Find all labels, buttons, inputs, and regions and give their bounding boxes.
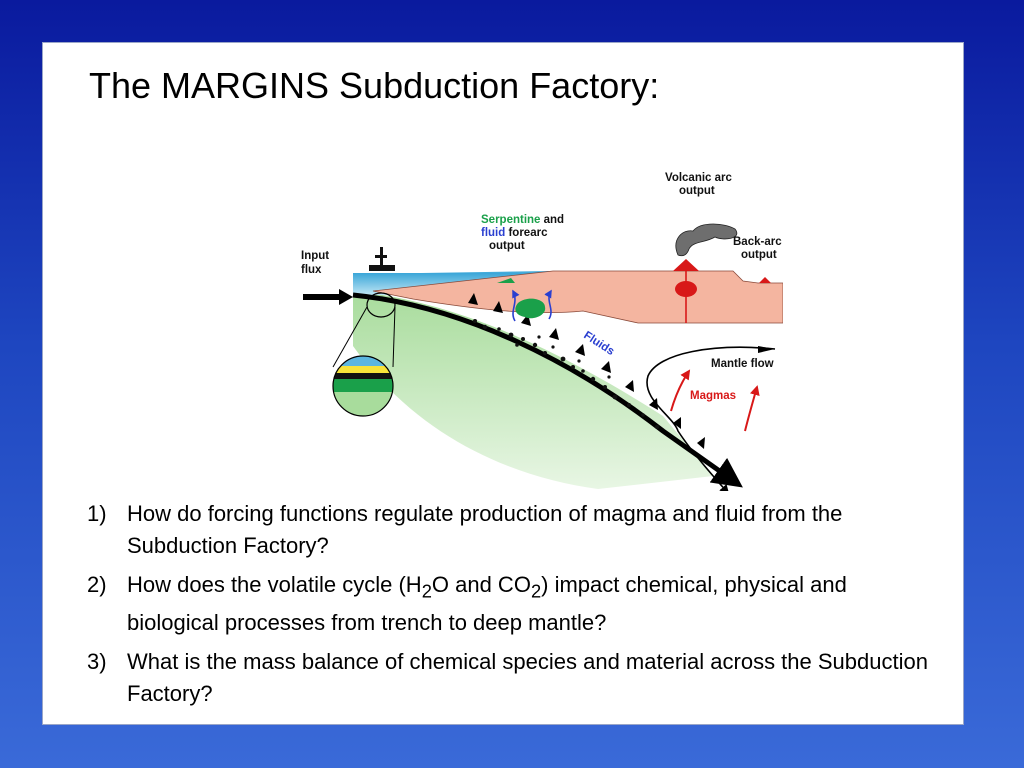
question-list: 1) How do forcing functions regulate pro… [87, 498, 937, 717]
svg-text:Mantle flow: Mantle flow [711, 358, 774, 370]
forearc-serpentine [497, 278, 515, 283]
svg-text:output: output [679, 185, 715, 197]
svg-text:Fluids: Fluids [581, 329, 616, 358]
backarc-vent [759, 277, 771, 283]
mantle-flow-arrow [646, 346, 776, 491]
label-backarc-output: output [741, 249, 777, 261]
label-fluid: fluid [481, 227, 505, 239]
serpentine-body [515, 298, 546, 319]
svg-text:fluid forearc: fluid forearc [481, 227, 548, 239]
slide-title: The MARGINS Subduction Factory: [89, 65, 660, 106]
question-item-3: 3) What is the mass balance of chemical … [87, 646, 937, 710]
label-forearc: forearc [505, 227, 548, 239]
subduction-diagram: Input flux Serpentine and fluid forearc … [301, 172, 783, 491]
svg-text:output: output [741, 249, 777, 261]
label-input-flux-2: flux [301, 264, 322, 276]
svg-text:Back-arc: Back-arc [733, 236, 782, 248]
input-flux-arrow [303, 289, 353, 305]
svg-text:output: output [489, 240, 525, 252]
label-serpentine-and: and [540, 214, 564, 226]
question-text: How do forcing functions regulate produc… [127, 501, 843, 558]
magma-arrows [670, 369, 760, 432]
mantle-region [353, 291, 713, 489]
label-volcanic-output: output [679, 185, 715, 197]
fluid-arrows [512, 289, 552, 322]
question-item-2: 2) How does the volatile cycle (H2O and … [87, 569, 937, 639]
label-volcanic-arc: Volcanic arc [665, 172, 733, 184]
subscript: 2 [530, 580, 542, 602]
question-item-1: 1) How do forcing functions regulate pro… [87, 498, 937, 562]
label-forearc-output: output [489, 240, 525, 252]
label-fluids: Fluids [581, 329, 616, 358]
svg-text:Serpentine and: Serpentine and [481, 214, 564, 226]
svg-text:Input: Input [301, 250, 329, 262]
label-serpentine: Serpentine [481, 214, 540, 226]
question-number: 1) [87, 501, 107, 526]
question-number: 2) [87, 572, 107, 597]
subducting-slab [352, 292, 743, 488]
svg-text:Magmas: Magmas [690, 390, 736, 402]
slide-panel: The MARGINS Subduction Factory: [42, 42, 964, 725]
slab-debris [473, 319, 659, 429]
ash-plume [675, 223, 738, 257]
label-magmas: Magmas [690, 390, 736, 402]
svg-text:Volcanic arc: Volcanic arc [665, 172, 733, 184]
label-backarc: Back-arc [733, 236, 782, 248]
volcano [673, 223, 738, 323]
question-text-part: O and CO [431, 572, 531, 597]
svg-text:flux: flux [301, 264, 322, 276]
drill-ship-icon [369, 247, 395, 271]
label-input-flux-1: Input [301, 250, 329, 262]
subscript: 2 [421, 580, 432, 602]
slab-teeth [468, 293, 705, 449]
question-text: What is the mass balance of chemical spe… [127, 649, 928, 707]
question-text-part: ) impact chemical, physical and biologic… [127, 572, 847, 636]
question-text-part: How does the volatile cycle (H [127, 572, 422, 597]
question-number: 3) [87, 649, 107, 675]
label-mantle-flow: Mantle flow [711, 358, 774, 370]
